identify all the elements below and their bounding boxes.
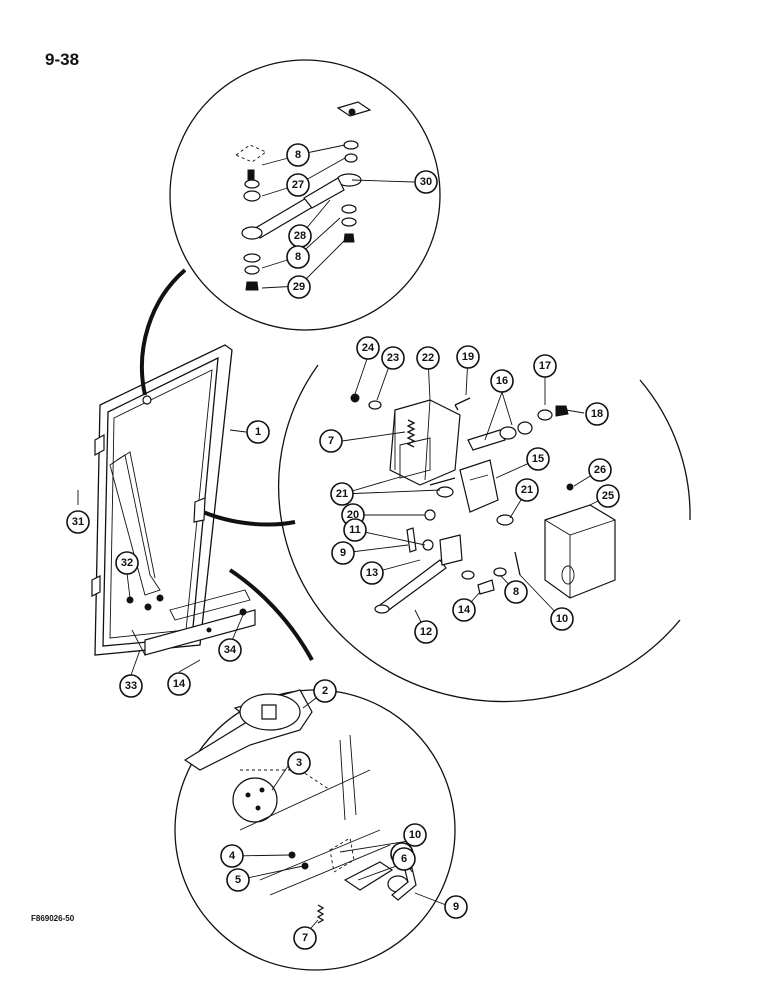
callout-32: 32	[115, 551, 139, 575]
svg-text:10: 10	[409, 829, 421, 841]
svg-text:14: 14	[458, 604, 471, 616]
callout-9: 9	[444, 895, 468, 919]
callout-26: 26	[588, 458, 612, 482]
svg-text:31: 31	[72, 516, 84, 528]
svg-text:27: 27	[292, 179, 304, 191]
svg-text:7: 7	[328, 435, 334, 447]
callout-34: 34	[218, 638, 242, 662]
callout-29: 29	[287, 275, 311, 299]
svg-text:33: 33	[125, 680, 137, 692]
svg-text:17: 17	[539, 360, 551, 372]
svg-text:12: 12	[420, 626, 432, 638]
callout-7: 7	[319, 429, 343, 453]
callout-13: 13	[360, 561, 384, 585]
detail-circle-top	[169, 59, 441, 331]
callout-14: 14	[452, 598, 476, 622]
svg-text:24: 24	[362, 342, 375, 354]
callout-8: 8	[504, 580, 528, 604]
svg-text:13: 13	[366, 567, 378, 579]
svg-text:14: 14	[173, 678, 186, 690]
callout-19: 19	[456, 345, 480, 369]
callout-14: 14	[167, 672, 191, 696]
callout-33: 33	[119, 674, 143, 698]
svg-text:9: 9	[340, 547, 346, 559]
callout-9: 9	[331, 541, 355, 565]
svg-text:16: 16	[496, 375, 508, 387]
callout-24: 24	[356, 336, 380, 360]
svg-text:29: 29	[293, 281, 305, 293]
page-number: 9-38	[45, 50, 80, 69]
callout-27: 27	[286, 173, 310, 197]
svg-text:26: 26	[594, 464, 606, 476]
svg-text:15: 15	[532, 453, 544, 465]
callout-30: 30	[414, 170, 438, 194]
callout-3: 3	[287, 751, 311, 775]
callout-11: 11	[343, 518, 367, 542]
svg-text:7: 7	[302, 932, 308, 944]
callout-15: 15	[526, 447, 550, 471]
door-assembly	[77, 344, 256, 676]
callout-12: 12	[414, 620, 438, 644]
svg-text:8: 8	[513, 586, 519, 598]
callout-1: 1	[246, 420, 270, 444]
svg-text:23: 23	[387, 352, 399, 364]
callout-22: 22	[416, 346, 440, 370]
svg-text:25: 25	[602, 490, 614, 502]
svg-text:32: 32	[121, 557, 133, 569]
svg-text:19: 19	[462, 351, 474, 363]
svg-text:18: 18	[591, 408, 603, 420]
svg-text:4: 4	[229, 850, 236, 862]
svg-text:1: 1	[255, 426, 261, 438]
svg-text:20: 20	[347, 509, 359, 521]
svg-text:28: 28	[294, 230, 306, 242]
svg-text:22: 22	[422, 352, 434, 364]
svg-text:5: 5	[235, 874, 241, 886]
callout-5: 5	[226, 868, 250, 892]
callout-17: 17	[533, 354, 557, 378]
callout-4: 4	[220, 844, 244, 868]
svg-text:34: 34	[224, 644, 237, 656]
callout-16: 16	[490, 369, 514, 393]
svg-text:10: 10	[556, 613, 568, 625]
svg-text:3: 3	[296, 757, 302, 769]
callout-10: 10	[403, 823, 427, 847]
callout-21: 21	[515, 478, 539, 502]
svg-text:8: 8	[295, 149, 301, 161]
svg-text:30: 30	[420, 176, 432, 188]
callout-18: 18	[585, 402, 609, 426]
callout-6: 6	[392, 847, 416, 871]
figure-code: F869026-50	[31, 914, 75, 923]
callout-8: 8	[286, 143, 310, 167]
callout-23: 23	[381, 346, 405, 370]
svg-text:2: 2	[322, 685, 328, 697]
svg-text:21: 21	[336, 488, 348, 500]
svg-text:9: 9	[453, 901, 459, 913]
callout-2: 2	[313, 679, 337, 703]
svg-text:8: 8	[295, 251, 301, 263]
callout-8: 8	[286, 245, 310, 269]
callout-10: 10	[550, 607, 574, 631]
svg-text:6: 6	[401, 853, 407, 865]
callout-28: 28	[288, 224, 312, 248]
callout-7: 7	[293, 926, 317, 950]
detail-circle-right	[277, 355, 691, 703]
svg-text:21: 21	[521, 484, 533, 496]
callout-21: 21	[330, 482, 354, 506]
callout-31: 31	[66, 510, 90, 534]
svg-text:11: 11	[349, 524, 361, 536]
callout-25: 25	[596, 484, 620, 508]
